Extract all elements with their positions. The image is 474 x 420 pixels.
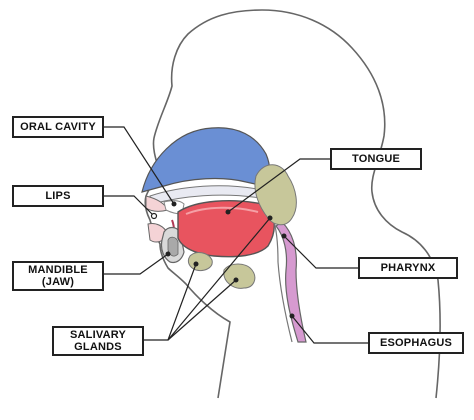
- leader-salivary-1: [144, 263, 197, 341]
- head-outline: [144, 9, 441, 399]
- leader-salivary-2: [167, 279, 237, 341]
- pharynx-label: PHARYNX: [358, 257, 458, 279]
- lips-label: LIPS: [12, 185, 104, 207]
- leader-oral-cavity: [104, 126, 175, 205]
- salivary-text-line1: SALIVARY: [70, 329, 126, 341]
- tongue-shape: [177, 200, 275, 258]
- dot-salivary-3: [267, 215, 273, 221]
- mandible-label: MANDIBLE (JAW): [12, 261, 104, 291]
- dot-pharynx: [281, 233, 287, 239]
- tongue-label: TONGUE: [330, 148, 422, 170]
- tonsil-gland: [254, 164, 297, 226]
- pharynx-text: PHARYNX: [380, 262, 436, 274]
- dot-salivary-1: [193, 261, 199, 267]
- dot-tongue: [225, 209, 231, 215]
- leader-mandible: [104, 253, 169, 275]
- tongue-highlight: [185, 206, 259, 215]
- oral-cavity-label: ORAL CAVITY: [12, 116, 104, 138]
- esophagus-label: ESOPHAGUS: [368, 332, 464, 354]
- salivary-gland-submandibular: [223, 263, 256, 289]
- esophagus-tube: [275, 221, 307, 343]
- salivary-gland-sublingual: [187, 252, 213, 271]
- leader-pharynx: [283, 235, 358, 269]
- dot-lips: [150, 212, 158, 220]
- oral-cavity-text: ORAL CAVITY: [20, 121, 96, 133]
- leader-esophagus: [291, 315, 368, 344]
- mandible-text-line2: (JAW): [41, 276, 75, 288]
- salivary-text-line2: GLANDS: [74, 341, 122, 353]
- tongue-text: TONGUE: [351, 153, 401, 165]
- dot-salivary-2: [233, 277, 239, 283]
- leader-tongue: [227, 158, 330, 213]
- nasal-cavity: [141, 127, 271, 193]
- dot-mandible: [165, 251, 171, 257]
- leader-salivary-3: [167, 217, 271, 341]
- lips-text: LIPS: [45, 190, 71, 202]
- mandible-text-line1: MANDIBLE: [28, 264, 88, 276]
- leader-lips: [104, 195, 155, 217]
- salivary-glands-label: SALIVARY GLANDS: [52, 326, 144, 356]
- esophagus-text: ESOPHAGUS: [379, 337, 453, 349]
- dot-oral-cavity: [171, 201, 177, 207]
- dot-esophagus: [289, 313, 295, 319]
